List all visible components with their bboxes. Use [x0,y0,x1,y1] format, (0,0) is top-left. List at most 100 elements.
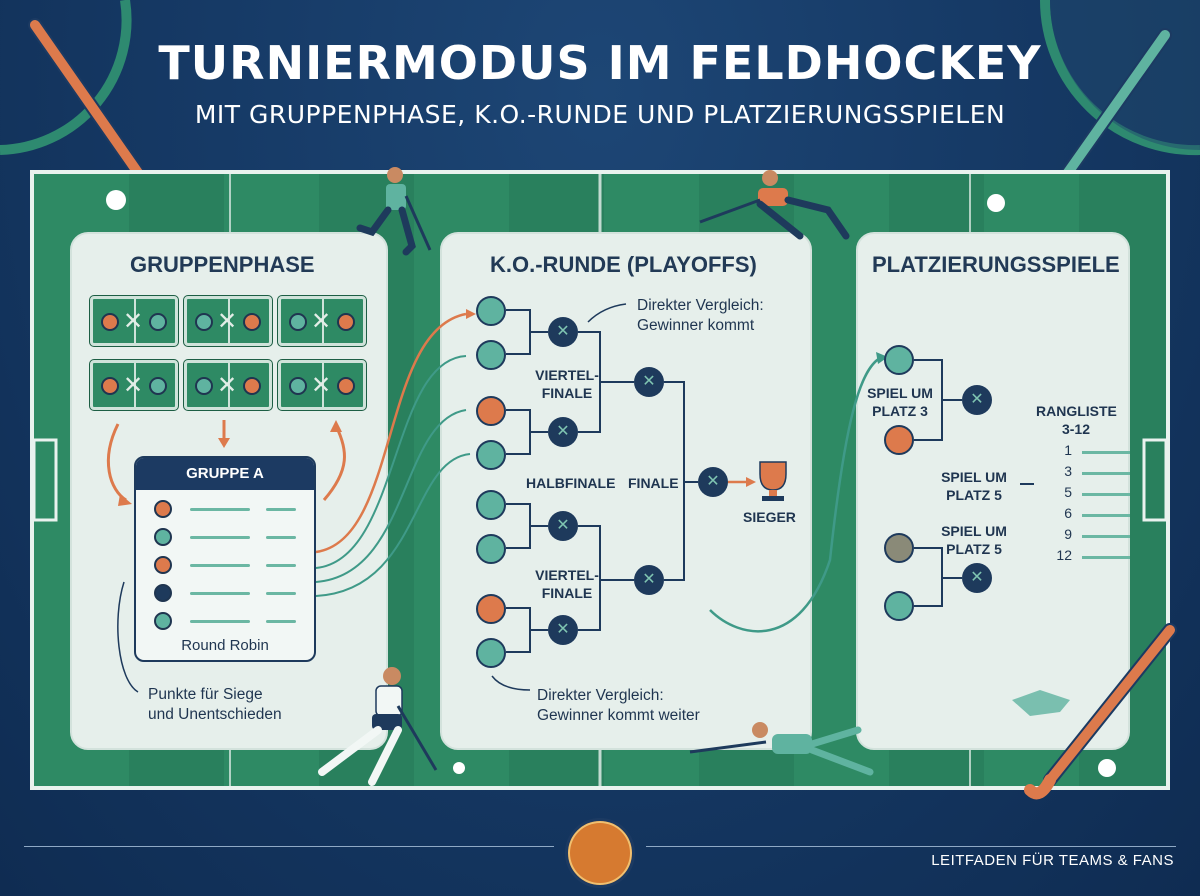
winner-label: SIEGER [743,509,796,525]
footer-divider [646,846,1176,847]
ranking-row: 9 [1044,526,1130,546]
qf-top-label-1: VIERTEL- [535,367,599,383]
team-crest-icon [884,591,914,621]
table-row [154,582,304,604]
team-crest-icon [149,377,167,395]
match-5a-label-2: PLATZ 5 [946,487,1002,503]
team-crest-icon [476,296,506,326]
team-crest-icon [476,396,506,426]
team-crest-icon [154,612,172,630]
trophy-icon [759,461,787,501]
team-crest-icon [195,377,213,395]
final-label: FINALE [628,475,679,491]
page-subtitle: MIT GRUPPENPHASE, K.O.-RUNDE UND PLATZIE… [194,100,1006,129]
crossed-sticks-icon: ✕ [634,367,664,397]
team-crest-icon [337,313,355,331]
ball-icon [987,194,1005,212]
crossed-sticks-icon: ✕ [311,307,332,335]
rank-number: 5 [1064,484,1072,500]
ranking-row: 6 [1044,505,1130,525]
match-5b-label-1: SPIEL UM [941,523,1007,539]
team-crest-icon [337,377,355,395]
player-illustration [699,170,850,240]
ko-note-top-line-1: Direkter Vergleich: [637,297,764,314]
ranking-row: 1 [1044,442,1130,462]
crossed-sticks-icon: ✕ [548,511,578,541]
team-crest-icon [476,490,506,520]
team-crest-icon [476,340,506,370]
mini-pitch: ✕ [90,296,178,346]
qf-bottom-label-1: VIERTEL- [535,567,599,583]
crossed-sticks-icon: ✕ [548,615,578,645]
ranking-title-2: 3-12 [1061,421,1091,437]
mini-pitch: ✕ [184,296,272,346]
rank-number: 1 [1064,442,1072,458]
crossed-sticks-icon: ✕ [311,371,332,399]
crossed-sticks-icon: ✕ [123,307,144,335]
ko-note-top-line-2: Gewinner kommt [637,317,755,334]
round-robin-label: Round Robin [181,637,269,654]
crossed-sticks-icon: ✕ [698,467,728,497]
ranking-row: 5 [1044,484,1130,504]
match-3-label-1: SPIEL UM [867,385,933,401]
crossed-sticks-icon: ✕ [634,565,664,595]
rank-number: 9 [1064,526,1072,542]
crossed-sticks-icon: ✕ [217,307,238,335]
group-card: GRUPPE A Round Robin [134,456,316,662]
group-phase-title: GRUPPENPHASE [130,252,315,277]
player-illustration [318,667,438,786]
mini-pitch: ✕ [184,360,272,410]
rank-number: 12 [1056,547,1072,563]
match-3-label-2: PLATZ 3 [872,403,928,419]
crossed-sticks-icon: ✕ [962,563,992,593]
table-row [154,610,304,632]
team-crest-icon [289,313,307,331]
team-crest-icon [476,534,506,564]
placement-title: PLATZIERUNGSSPIELE [872,252,1120,277]
team-crest-icon [476,594,506,624]
mini-pitch: ✕ [278,360,366,410]
ball-icon [1098,759,1116,777]
team-crest-icon [884,533,914,563]
table-row [154,554,304,576]
team-crest-icon [476,440,506,470]
table-row [154,526,304,548]
team-crest-icon [884,425,914,455]
player-silhouette [1012,690,1070,716]
placement-panel [856,232,1130,750]
points-note-line-2: und Unentschieden [148,706,282,723]
corner-arc-right [1040,0,1200,156]
group-card-title: GRUPPE A [136,458,314,490]
match-5b-label-2: PLATZ 5 [946,541,1002,557]
page-title: TURNIERMODUS IM FELDHOCKEY [158,36,1042,90]
qf-bottom-label-2: FINALE [541,585,593,601]
ranking-title-1: RANGLISTE [1036,403,1117,419]
crossed-sticks-icon: ✕ [217,371,238,399]
mini-pitch: ✕ [278,296,366,346]
ko-note-bottom-line-1: Direkter Vergleich: [537,687,664,704]
team-crest-icon [289,377,307,395]
rank-number: 3 [1064,463,1072,479]
match-5a-label-1: SPIEL UM [941,469,1007,485]
team-crest-icon [476,638,506,668]
ko-note-bottom-line-2: Gewinner kommt weiter [537,707,700,724]
team-crest-icon [149,313,167,331]
crossed-sticks-icon: ✕ [548,417,578,447]
rank-number: 6 [1064,505,1072,521]
team-crest-icon [195,313,213,331]
knockout-title: K.O.-RUNDE (PLAYOFFS) [490,252,757,277]
player-illustration [689,722,874,776]
team-crest-icon [154,556,172,574]
team-crest-icon [154,584,172,602]
team-crest-icon [243,377,261,395]
qf-top-label-2: FINALE [541,385,593,401]
ball-icon [453,762,465,774]
table-row [154,498,304,520]
team-crest-icon [154,528,172,546]
points-note-line-1: Punkte für Siege [148,686,263,703]
ball-icon [106,190,126,210]
team-crest-icon [884,345,914,375]
footer-divider [24,846,554,847]
